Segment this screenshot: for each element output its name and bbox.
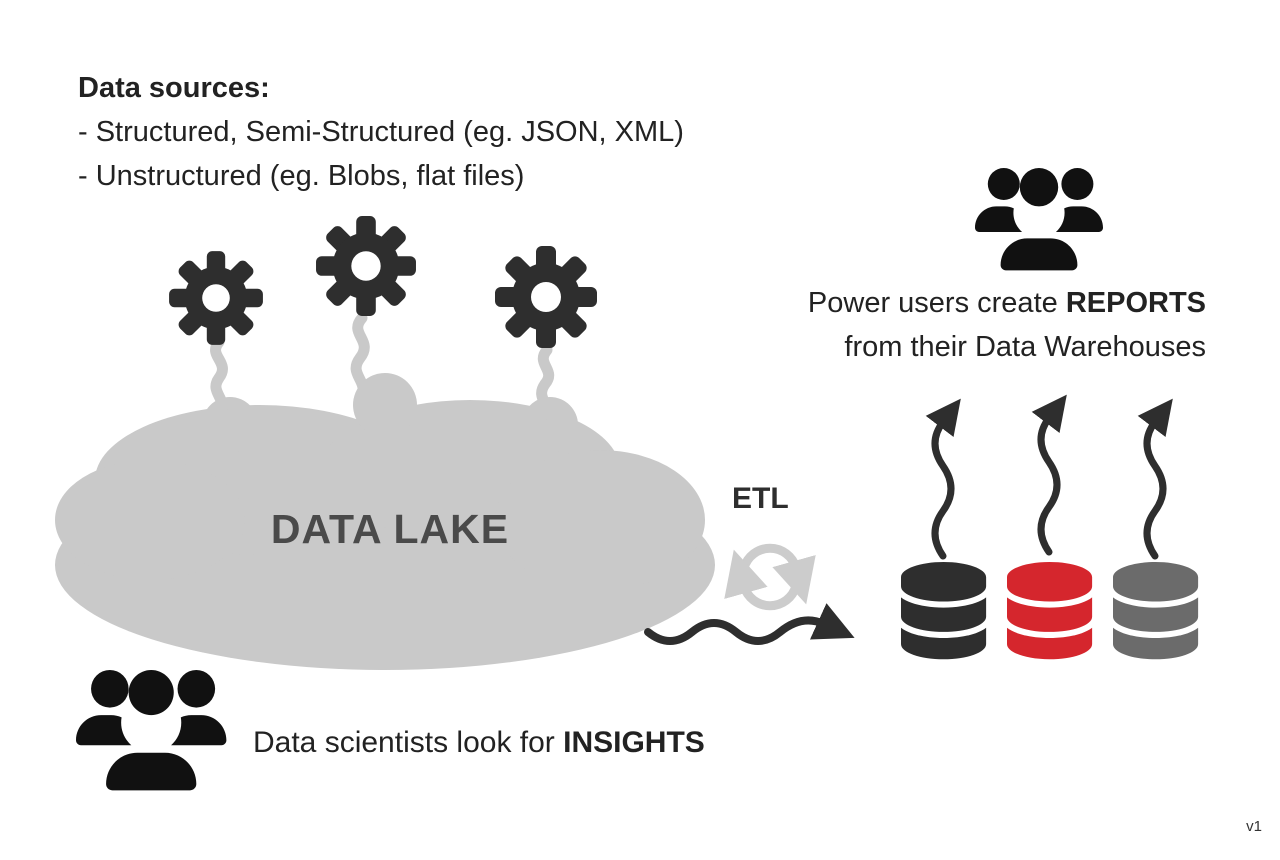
data-sources-block: Data sources: - Structured, Semi-Structu… — [78, 66, 684, 198]
power-users-line1-prefix: Power users create — [807, 287, 1066, 319]
report-arrow-2 — [1031, 394, 1067, 556]
steam-wisp — [350, 312, 370, 402]
data-scientists-caption: Data scientists look for INSIGHTS — [253, 721, 705, 765]
etl-output-arrow — [644, 603, 855, 645]
report-arrow-3 — [1137, 398, 1173, 560]
report-arrow-1 — [925, 398, 961, 560]
database-icon-red — [1007, 562, 1093, 660]
gear-icon — [316, 216, 416, 316]
gear-icon — [169, 251, 263, 345]
etl-label: ETL — [732, 482, 789, 515]
users-icon — [975, 168, 1103, 271]
steam-wisp — [536, 344, 555, 420]
database-icon-gray — [1113, 562, 1199, 660]
power-users-caption: Power users create REPORTS from their Da… — [808, 281, 1206, 369]
power-users-line2: from their Data Warehouses — [844, 331, 1206, 363]
data-scientists-bold: INSIGHTS — [563, 726, 705, 759]
data-lake-cloud — [55, 373, 715, 670]
version-label: v1 — [1246, 818, 1262, 835]
data-sources-title: Data sources: — [78, 72, 270, 104]
steam-wisp — [210, 336, 228, 418]
power-users-line1: Power users create REPORTS — [808, 281, 1206, 325]
data-scientists-prefix: Data scientists look for — [253, 726, 564, 759]
data-lake-label: DATA LAKE — [270, 506, 510, 552]
steam-wisps — [210, 312, 555, 420]
recycle-icon — [724, 543, 816, 611]
gear-icon — [495, 246, 597, 348]
database-icon-dark — [901, 562, 987, 660]
data-sources-item: - Structured, Semi-Structured (eg. JSON,… — [78, 116, 684, 148]
users-icon — [76, 670, 227, 791]
data-sources-item: - Unstructured (eg. Blobs, flat files) — [78, 160, 525, 192]
power-users-line1-bold: REPORTS — [1065, 287, 1206, 319]
